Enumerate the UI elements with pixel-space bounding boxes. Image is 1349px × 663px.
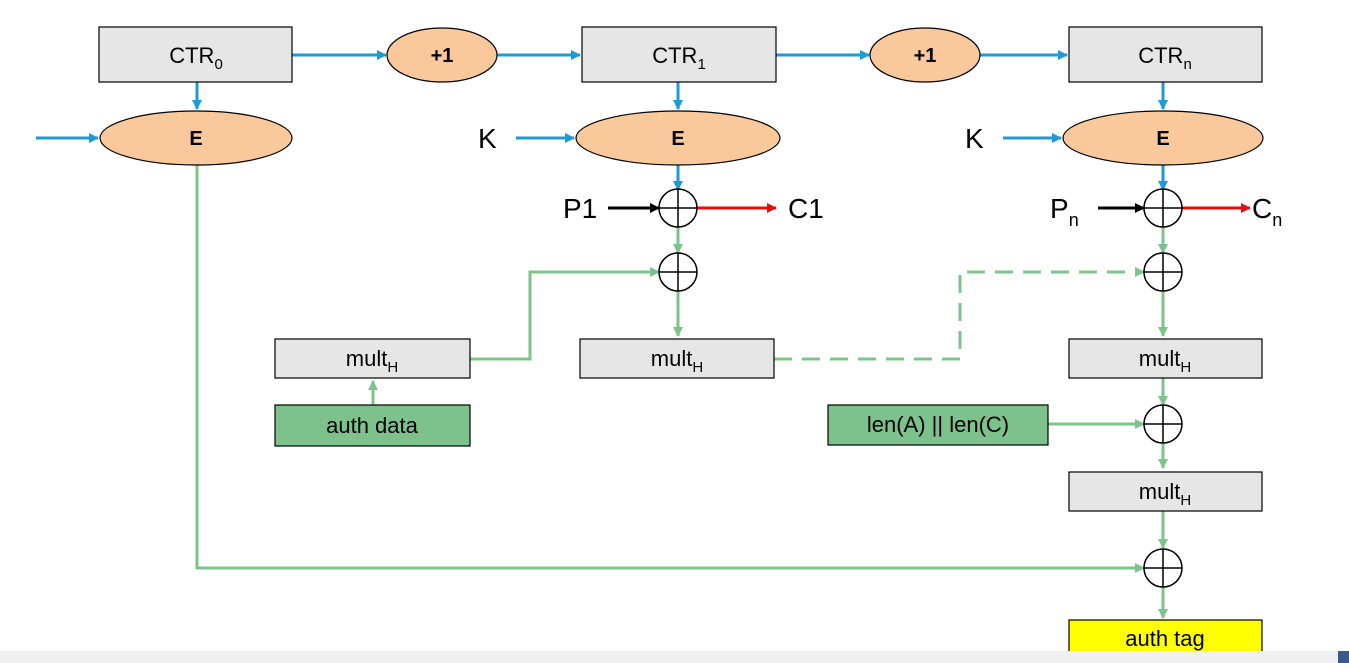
mult-h-box-c: multH xyxy=(1068,338,1263,379)
bottom-strip xyxy=(0,651,1349,663)
encrypt-label-0: E xyxy=(189,128,202,150)
increment-oval-2: +1 xyxy=(869,27,981,83)
key-label-1: K xyxy=(478,123,497,154)
auth-data-box: auth data xyxy=(274,404,471,447)
mult-h-box-a: multH xyxy=(274,338,471,379)
svg-text:multH: multH xyxy=(1139,346,1191,376)
arrow-e0-to-xor5 xyxy=(195,164,1145,573)
xor-node-cipher-n xyxy=(1143,188,1183,228)
corner-mark xyxy=(1338,651,1349,663)
ctrn-box: CTRn xyxy=(1068,26,1263,83)
ctrn-sub: n xyxy=(1183,56,1191,73)
ctr0-sub: 0 xyxy=(214,56,222,73)
xor-node-auth-1 xyxy=(658,252,698,292)
ciphertext-n-label: Cn xyxy=(1252,193,1282,230)
mult-h-box-d: multH xyxy=(1068,471,1263,512)
key-label-n: K xyxy=(965,123,984,154)
arrow-mult-b-to-xor3 xyxy=(774,267,1145,361)
svg-text:CTRn: CTRn xyxy=(1138,43,1192,73)
svg-text:CTR0: CTR0 xyxy=(169,43,223,73)
increment-oval-1: +1 xyxy=(386,27,498,83)
len-label: len(A) || len(C) xyxy=(867,412,1009,437)
encrypt-oval-1: E xyxy=(575,110,781,166)
encrypt-label-1: E xyxy=(671,128,684,150)
svg-text:multH: multH xyxy=(346,346,398,376)
plaintext-1-label: P1 xyxy=(563,193,597,224)
encrypt-oval-n: E xyxy=(1062,110,1264,166)
mult-h-box-b: multH xyxy=(579,338,775,379)
len-box: len(A) || len(C) xyxy=(827,404,1049,446)
svg-text:CTR1: CTR1 xyxy=(652,43,706,73)
ctr1-box: CTR1 xyxy=(581,26,777,83)
encrypt-label-n: E xyxy=(1156,128,1169,150)
xor-node-len xyxy=(1143,404,1183,444)
auth-tag-label: auth tag xyxy=(1125,626,1205,651)
ciphertext-1-label: C1 xyxy=(788,193,824,224)
encrypt-oval-0: E xyxy=(99,110,293,166)
xor-node-final xyxy=(1143,548,1183,588)
ctrn-label: CTR xyxy=(1138,43,1183,68)
svg-text:multH: multH xyxy=(1139,479,1191,509)
xor-node-cipher-1 xyxy=(658,188,698,228)
ctr0-box: CTR0 xyxy=(98,26,293,83)
ctr1-sub: 1 xyxy=(697,56,705,73)
increment-label-1: +1 xyxy=(431,45,454,67)
plaintext-n-label: Pn xyxy=(1050,193,1079,230)
ctr1-label: CTR xyxy=(652,43,697,68)
xor-node-auth-n xyxy=(1143,252,1183,292)
auth-data-label: auth data xyxy=(326,413,419,438)
increment-label-2: +1 xyxy=(914,45,937,67)
arrow-mult-a-to-xor2 xyxy=(470,267,660,361)
ctr0-label: CTR xyxy=(169,43,214,68)
svg-text:multH: multH xyxy=(651,346,703,376)
